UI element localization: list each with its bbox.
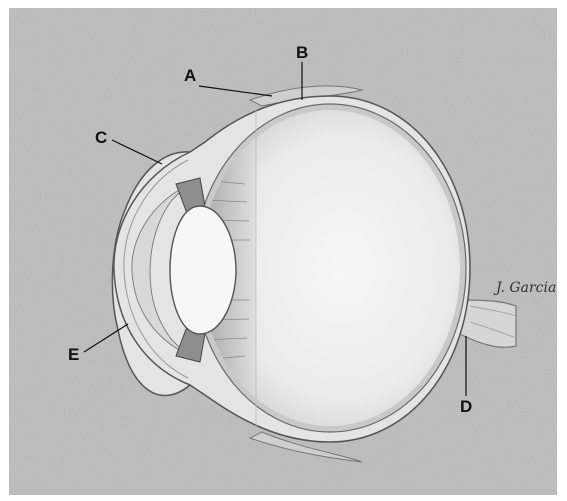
label-e: E	[68, 345, 79, 364]
artist-signature: J. Garcia	[493, 280, 556, 296]
label-a: A	[184, 66, 196, 85]
label-b: B	[296, 43, 308, 62]
label-d: D	[460, 397, 472, 416]
label-c: C	[95, 128, 107, 147]
lens	[170, 206, 236, 334]
